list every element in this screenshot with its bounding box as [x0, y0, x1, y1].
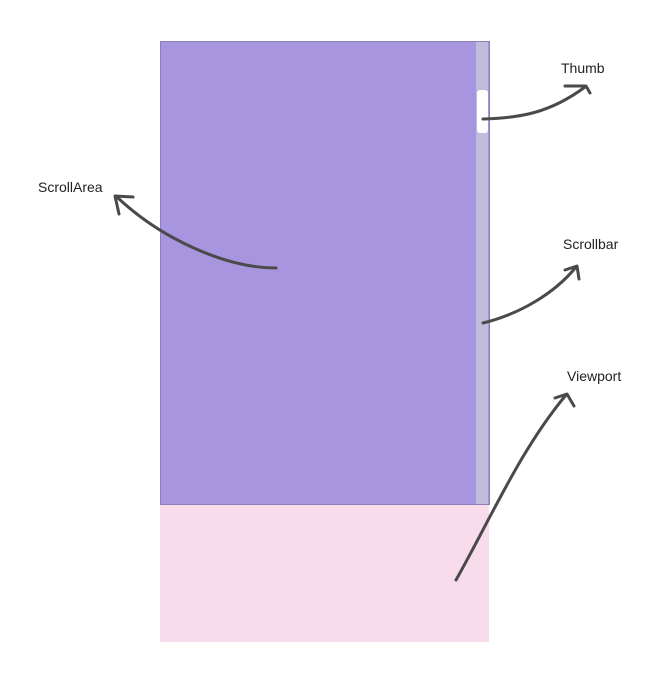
scrollbar-arrowhead: [563, 264, 581, 281]
viewport-arrowhead: [553, 392, 576, 408]
thumb-arrow: [481, 85, 587, 121]
scroll-area-arrow: [115, 195, 278, 270]
scrollbar-track[interactable]: [476, 42, 488, 504]
viewport-arrow: [454, 393, 568, 582]
scrollbar-arrow: [481, 265, 578, 325]
thumb-label: Thumb: [561, 60, 605, 76]
scroll-area-region[interactable]: [160, 41, 490, 505]
scrollbar-thumb[interactable]: [477, 90, 488, 133]
viewport-label: Viewport: [567, 368, 622, 384]
thumb-arrowhead: [563, 84, 592, 95]
scroll-area-label: ScrollArea: [38, 179, 103, 195]
scroll-area-arrowhead: [113, 194, 135, 216]
scrollbar-label: Scrollbar: [563, 236, 619, 252]
